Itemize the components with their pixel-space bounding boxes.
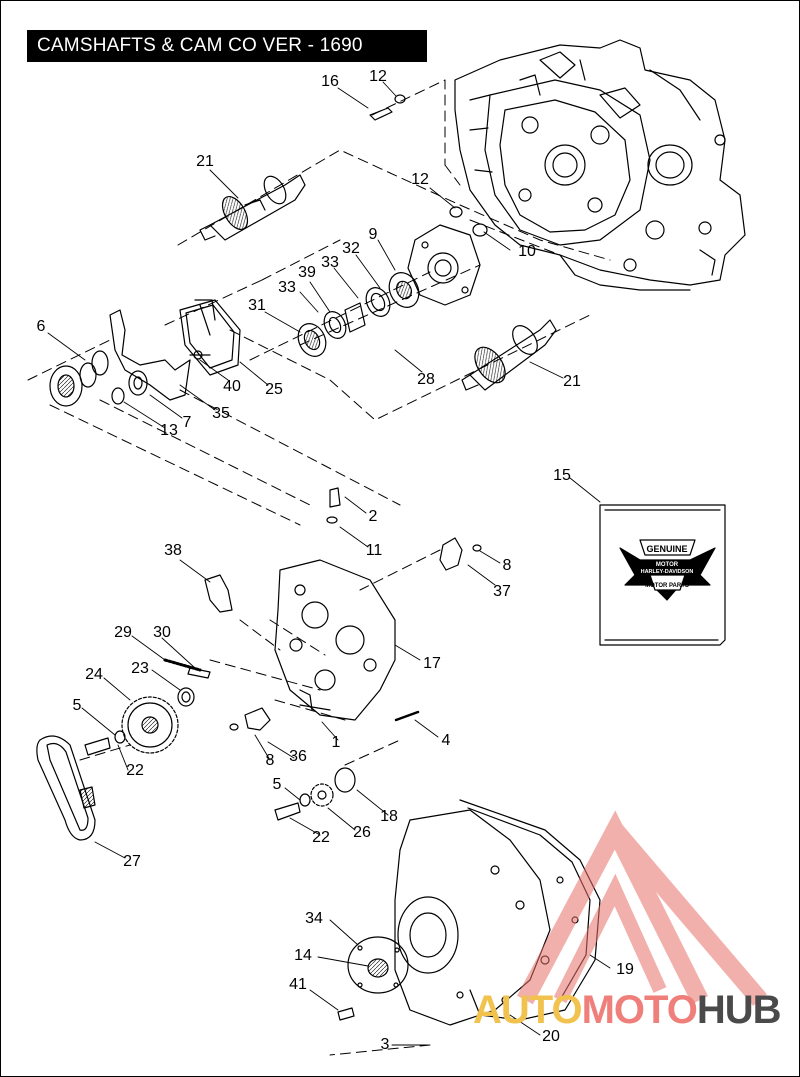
callout-24: 24 [85, 666, 103, 683]
callout-8: 8 [502, 557, 512, 574]
callout-12: 12 [411, 171, 429, 188]
callout-29: 29 [114, 624, 132, 641]
small-gear [439, 537, 482, 571]
callout-13: 13 [160, 422, 178, 439]
callout-33: 33 [278, 279, 296, 296]
callout-8: 8 [265, 752, 275, 769]
callout-9: 9 [368, 226, 378, 243]
watermark-part-hub: HUB [696, 988, 782, 1032]
tensioner-assembly [49, 309, 211, 407]
callout-12: 12 [369, 68, 387, 85]
callout-40: 40 [223, 378, 241, 395]
callout-37: 37 [493, 583, 511, 600]
callout-22: 22 [126, 762, 144, 779]
callout-3: 3 [380, 1036, 390, 1053]
callout-11: 11 [365, 542, 383, 559]
callout-6: 6 [36, 318, 46, 335]
callout-19: 19 [616, 961, 634, 978]
cover-plug-parts [337, 936, 409, 1021]
callout-5: 5 [72, 697, 82, 714]
callout-17: 17 [423, 655, 441, 672]
watermark-logo [517, 810, 767, 1006]
spring-pin-seal [163, 658, 211, 707]
callout-36: 36 [289, 748, 307, 765]
callout-14: 14 [294, 947, 312, 964]
callout-10: 10 [518, 243, 536, 260]
small-parts-top [369, 94, 488, 237]
callout-25: 25 [265, 381, 283, 398]
callout-15: 15 [553, 467, 571, 484]
callout-23: 23 [131, 660, 149, 677]
cam-plate-drawing [274, 487, 396, 721]
callout-27: 27 [123, 853, 141, 870]
callout-30: 30 [153, 624, 171, 641]
callout-5: 5 [272, 776, 282, 793]
callout-33: 33 [321, 254, 339, 271]
gear-bolt-parts [274, 767, 356, 821]
assembly-lines [27, 79, 611, 1056]
callout-4: 4 [441, 732, 451, 749]
callout-34: 34 [305, 910, 323, 927]
camshaft-lower [461, 319, 557, 391]
crank-sprocket [84, 696, 179, 756]
callout-41: 41 [289, 976, 307, 993]
callout-39: 39 [298, 264, 316, 281]
callout-2: 2 [368, 508, 378, 525]
cam-chain [179, 299, 241, 376]
callout-21: 21 [563, 373, 581, 390]
callout-1: 1 [331, 734, 341, 751]
primary-chain [36, 735, 96, 841]
callout-38: 38 [164, 542, 182, 559]
callout-7: 7 [182, 414, 192, 431]
camshaft-upper [199, 174, 306, 241]
parts-box-drawing [599, 504, 726, 646]
watermark-part-auto: AUTO [473, 988, 583, 1032]
callout-18: 18 [380, 808, 398, 825]
callout-31: 31 [248, 297, 266, 314]
watermark-text: AUTOMOTOHUB [473, 988, 782, 1033]
bearings-stack [297, 272, 420, 357]
callout-16: 16 [321, 73, 339, 90]
callout-28: 28 [417, 371, 435, 388]
callout-26: 26 [353, 824, 371, 841]
callout-20: 20 [542, 1028, 560, 1045]
callout-21: 21 [196, 153, 214, 170]
callout-32: 32 [342, 240, 360, 257]
cover-small-parts [229, 704, 420, 731]
callout-22: 22 [312, 829, 330, 846]
leader-lines [47, 81, 611, 1046]
callout-35: 35 [212, 405, 230, 422]
bracket-part [204, 574, 233, 613]
watermark-part-moto: MOTO [581, 988, 698, 1032]
crankcase-drawing [454, 39, 746, 291]
diagram-title: CAMSHAFTS & CAM CO VER - 1690 [27, 30, 427, 62]
